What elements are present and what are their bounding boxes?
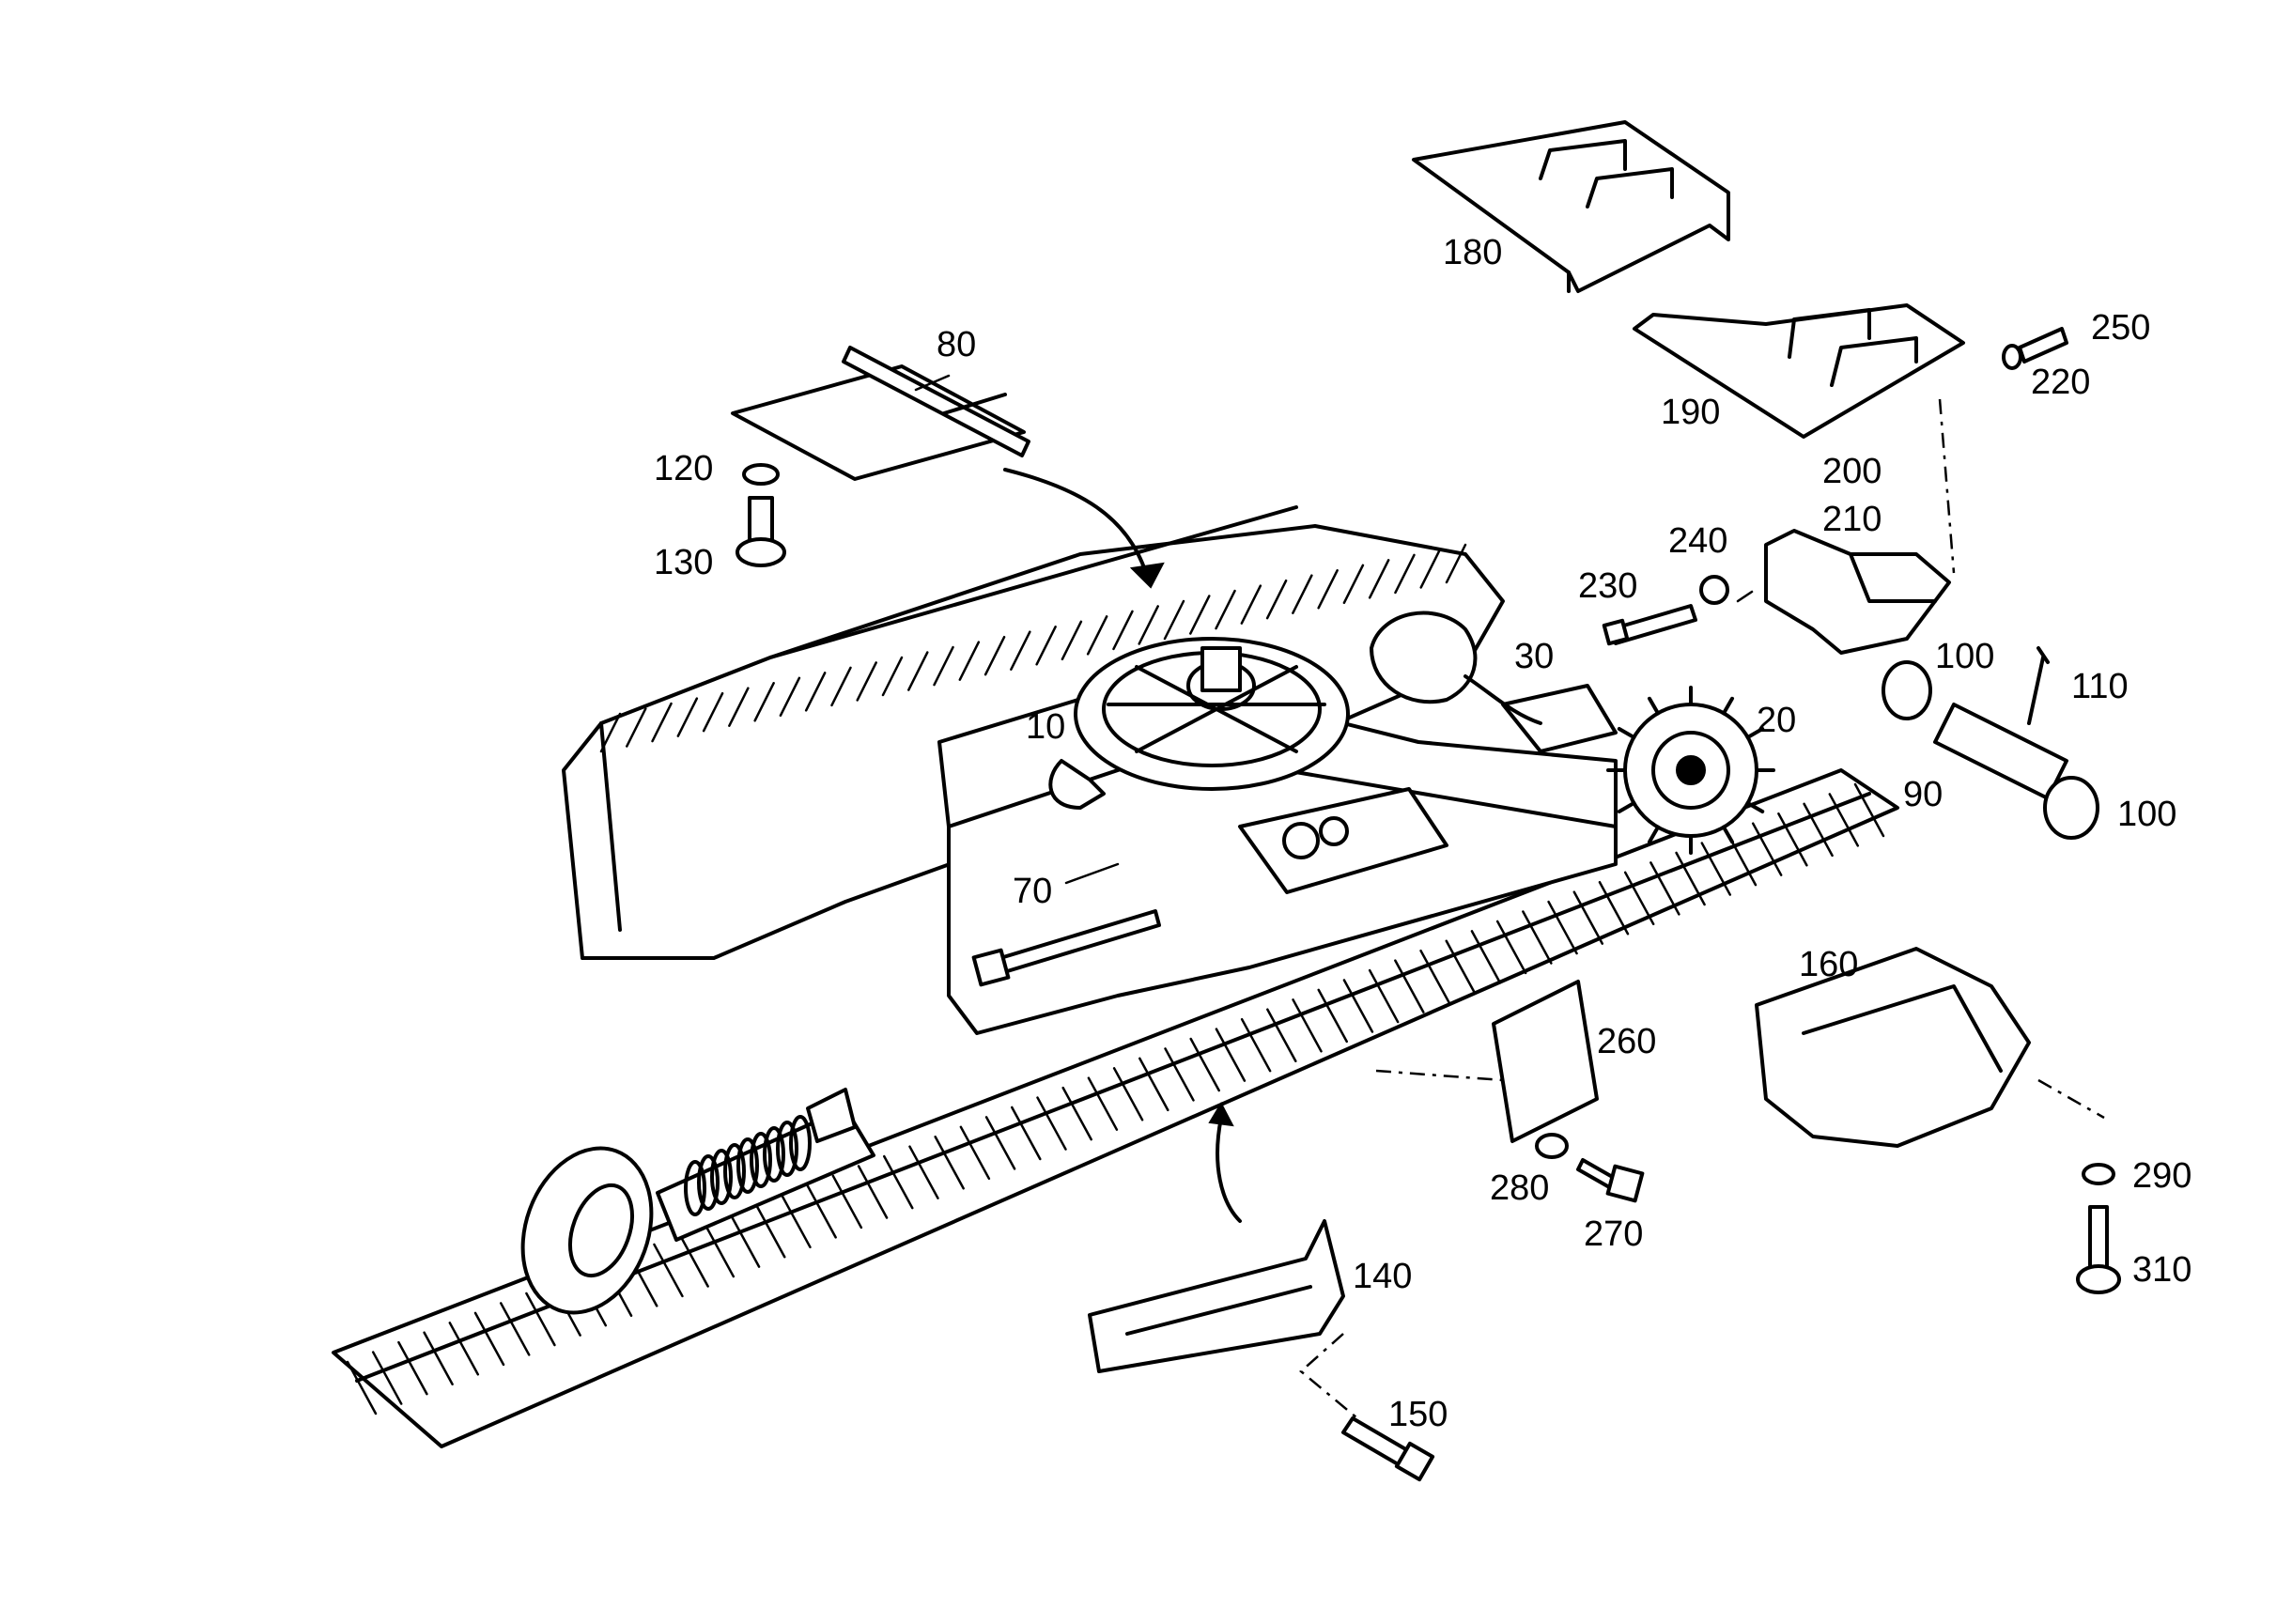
label-part-100-upper: 100 xyxy=(1935,637,1995,676)
label-part-150: 150 xyxy=(1388,1395,1448,1434)
label-part-240: 240 xyxy=(1668,521,1728,561)
label-part-160: 160 xyxy=(1799,945,1859,984)
label-part-290: 290 xyxy=(2132,1156,2192,1196)
drive-sprocket xyxy=(1606,686,1775,855)
label-part-180: 180 xyxy=(1443,233,1503,272)
label-part-70: 70 xyxy=(1013,872,1053,911)
cover-plate-190 xyxy=(1633,303,1965,439)
label-part-20: 20 xyxy=(1757,701,1797,740)
bolt-310-washer-290 xyxy=(2076,1163,2121,1294)
label-part-110: 110 xyxy=(2071,667,2129,706)
pin-90-seals-100 xyxy=(1882,646,2099,840)
bolt-130-washer-120 xyxy=(736,463,786,567)
label-part-90: 90 xyxy=(1903,775,1944,814)
label-part-280: 280 xyxy=(1490,1168,1550,1208)
plate-260 xyxy=(1492,980,1599,1143)
label-part-120: 120 xyxy=(654,449,714,488)
bolt-250-washer-220 xyxy=(2002,327,2068,370)
label-part-220: 220 xyxy=(2031,363,2091,402)
label-part-130: 130 xyxy=(654,543,714,582)
assembly-arrows xyxy=(1003,468,1242,1223)
label-part-270: 270 xyxy=(1584,1214,1644,1254)
bolt-70 xyxy=(971,909,1161,987)
bolt-230-spacer-240 xyxy=(1602,575,1729,646)
label-part-260: 260 xyxy=(1597,1022,1657,1061)
leader-lines xyxy=(914,374,2105,1419)
bolt-270-washer-280 xyxy=(1535,1133,1645,1203)
cover-plate-180 xyxy=(1412,120,1730,293)
plate-80 xyxy=(731,346,1030,481)
swing-bearing xyxy=(1048,637,1350,810)
label-part-200: 200 xyxy=(1822,452,1882,491)
label-part-250: 250 xyxy=(2091,308,2151,348)
label-part-140: 140 xyxy=(1353,1257,1413,1296)
bolt-150 xyxy=(1341,1416,1435,1482)
front-idler-and-recoil-spring xyxy=(520,1088,875,1315)
label-part-80: 80 xyxy=(937,325,977,364)
car-body-frame xyxy=(937,674,1618,1035)
label-part-100-lower: 100 xyxy=(2117,795,2177,834)
track-guard-140 xyxy=(1088,1219,1345,1373)
bracket-160 xyxy=(1755,947,2031,1148)
bracket-200-210 xyxy=(1764,529,1951,655)
label-part-310: 310 xyxy=(2132,1250,2192,1290)
label-part-30: 30 xyxy=(1514,637,1555,676)
label-part-230: 230 xyxy=(1578,566,1638,606)
travel-motor xyxy=(1370,611,1618,753)
label-part-190: 190 xyxy=(1661,393,1721,432)
label-part-210: 210 xyxy=(1822,500,1882,539)
label-part-10: 10 xyxy=(1026,707,1066,747)
